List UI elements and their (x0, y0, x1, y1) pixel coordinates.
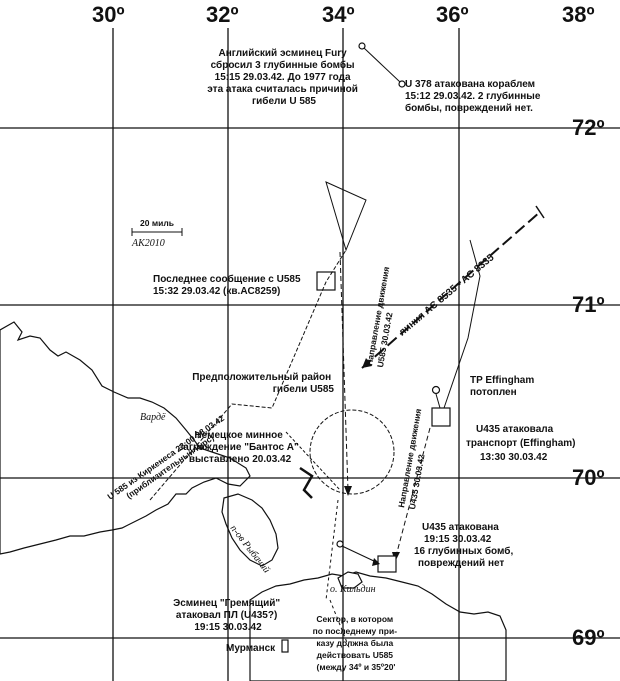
sector-note: Сектор, в котором по последнему при- каз… (313, 614, 400, 672)
scale-bar: 20 миль АК2010 (131, 218, 183, 249)
lat-label-69: 69º (572, 625, 605, 650)
u585-course-line (149, 249, 347, 501)
kildin-island (337, 571, 363, 589)
line-ac8535-ac8335 (361, 211, 541, 369)
lon-label-34: 34º (322, 2, 355, 27)
lon-label-32: 32º (206, 2, 239, 27)
u435-attacked-square (377, 555, 397, 573)
graticule (0, 28, 620, 681)
presumed-area-label: Предположительный район гибели U585 (192, 372, 334, 395)
fury-attack-note: Английский эсминец Fury сбросил 3 глубин… (207, 48, 360, 107)
effingham-sunk-marker (431, 385, 441, 395)
u378-attack-note: U 378 атакована кораблем 15:12 29.03.42.… (405, 78, 543, 114)
lat-label-71: 71º (572, 292, 605, 317)
effingham-sunk-label: TP Effingham потоплен (470, 375, 537, 398)
u435-attacked-note: U435 атакована 19:15 30.03.42 16 глубинн… (414, 522, 516, 569)
vardo-label: Вардё (140, 412, 166, 423)
last-message-square (316, 271, 336, 291)
minefield-bantos-a (299, 466, 314, 499)
minefield-note: Немецкое минное заграждение "Бантос А" в… (178, 430, 301, 465)
sector-boundary-west (325, 499, 339, 601)
lat-label-72: 72º (572, 115, 605, 140)
lon-label-36: 36º (436, 2, 469, 27)
author-signature: АК2010 (131, 238, 165, 249)
u435-attack-note: U435 атаковала транспорт (Effingham) 13:… (466, 424, 578, 463)
fury-position-marker (358, 42, 366, 50)
u378-position-marker (398, 80, 406, 88)
lat-label-70: 70º (572, 465, 605, 490)
murmansk-label: Мурманск (226, 643, 276, 654)
norway-coast (0, 321, 251, 555)
longitude-labels: 30º 32º 34º 36º 38º (92, 2, 595, 27)
coastline (0, 321, 507, 681)
last-message-note: Последнее сообщение с U585 15:32 29.03.4… (153, 273, 303, 297)
u435-direction-line (395, 427, 431, 557)
lon-label-30: 30º (92, 2, 125, 27)
u435-attack-square (431, 407, 451, 427)
scale-label: 20 миль (140, 218, 174, 228)
gremyashchy-note: Эсминец "Гремящий" атаковал ПЛ (U435?) 1… (173, 598, 283, 633)
tracks (149, 42, 545, 653)
kildin-label: о. Кильдин (330, 584, 376, 595)
search-triangle (325, 181, 367, 252)
latitude-labels: 72º 71º 70º 69º (572, 115, 605, 650)
kola-coast (249, 571, 507, 681)
presumed-loss-area (309, 409, 395, 495)
murmansk-marker (281, 639, 289, 653)
lon-label-38: 38º (562, 2, 595, 27)
gremyashchy-marker (336, 540, 344, 548)
